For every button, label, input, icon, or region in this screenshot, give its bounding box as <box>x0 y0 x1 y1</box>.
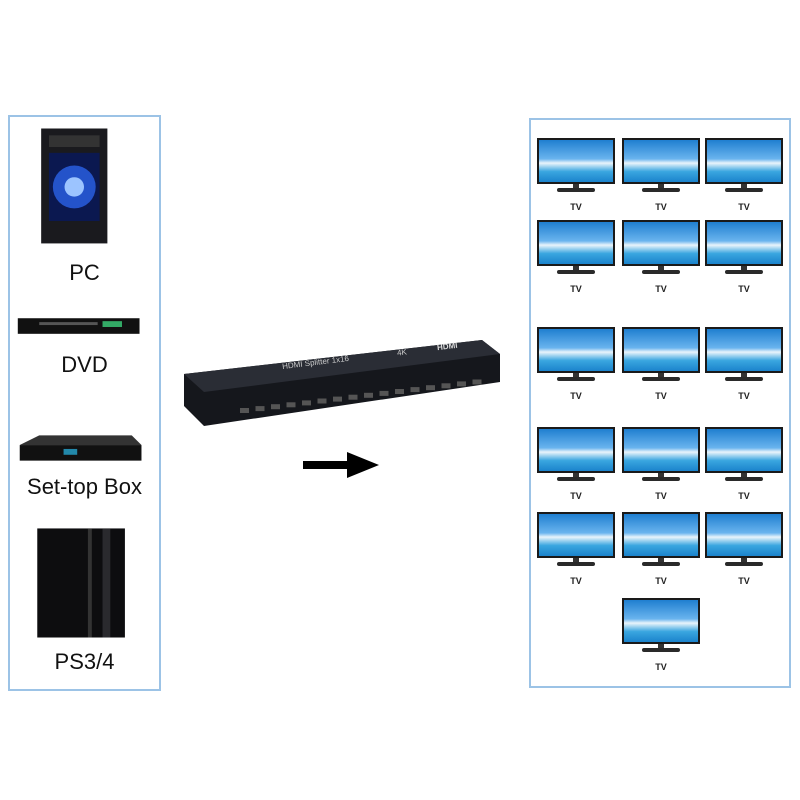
tv-stand <box>725 562 763 566</box>
tv-label: TV <box>570 391 582 401</box>
tv-screen <box>622 327 700 373</box>
tv-screen <box>537 427 615 473</box>
tv-stand <box>557 188 595 192</box>
tv-screen <box>622 512 700 558</box>
hdmi-output-port <box>441 383 451 389</box>
tv-stand <box>642 188 680 192</box>
tv-label: TV <box>570 202 582 212</box>
hdmi-output-port <box>379 390 389 396</box>
tv-label: TV <box>738 284 750 294</box>
tv-display: TV <box>537 327 617 405</box>
tv-stand <box>725 377 763 381</box>
tv-screen <box>537 327 615 373</box>
hdmi-output-port <box>395 389 404 394</box>
hdmi-output-port <box>472 379 482 385</box>
hdmi-output-port <box>364 392 373 398</box>
tv-screen <box>705 512 783 558</box>
tv-label: TV <box>570 284 582 294</box>
splitter-4k-badge: 4K <box>396 347 408 358</box>
source-devices-panel: PC DVD Set-top Box PS3/4 <box>8 115 161 691</box>
hdmi-output-port <box>317 398 327 404</box>
arrow-right-icon <box>303 452 379 478</box>
hdmi-output-port <box>410 387 420 393</box>
tv-stand <box>642 270 680 274</box>
hdmi-output-port <box>271 404 280 410</box>
tv-display: TV <box>705 138 785 216</box>
tv-screen <box>705 220 783 266</box>
tv-display: TV <box>622 512 702 590</box>
tv-label: TV <box>570 491 582 501</box>
tv-screen <box>705 427 783 473</box>
tv-label: TV <box>738 491 750 501</box>
tv-screen <box>622 427 700 473</box>
hdmi-output-port <box>457 381 466 387</box>
pc-tower-icon <box>41 128 108 244</box>
tv-screen <box>705 327 783 373</box>
tv-label: TV <box>738 576 750 586</box>
tv-label: TV <box>655 284 667 294</box>
tv-stand <box>557 477 595 481</box>
tv-display: TV <box>705 220 785 298</box>
tv-screen <box>537 512 615 558</box>
tv-display: TV <box>705 327 785 405</box>
tv-display: TV <box>705 427 785 505</box>
source-label-ps3-4: PS3/4 <box>54 649 115 674</box>
tv-label: TV <box>738 391 750 401</box>
tv-screen <box>537 138 615 184</box>
tv-label: TV <box>655 662 667 672</box>
hdmi-output-port <box>348 394 358 400</box>
tv-stand <box>557 562 595 566</box>
tv-label: TV <box>655 202 667 212</box>
set-top-box-icon <box>19 435 142 461</box>
tv-label: TV <box>655 491 667 501</box>
tv-screen <box>622 598 700 644</box>
tv-stand <box>725 270 763 274</box>
tv-screen <box>622 138 700 184</box>
hdmi-output-port <box>426 385 435 391</box>
hdmi-output-port <box>240 408 249 413</box>
tv-stand <box>557 270 595 274</box>
tv-label: TV <box>655 391 667 401</box>
dvd-player-icon <box>17 318 140 334</box>
hdmi-splitter-device: HDMI Splitter 1x16 4K HDMI <box>182 336 502 428</box>
tv-stand <box>557 377 595 381</box>
hdmi-output-port <box>333 396 342 402</box>
tv-displays-panel: TV TV TV TV TV TV TV TV TV TV TV TV TV TV TV TV <box>529 118 791 688</box>
hdmi-output-port <box>302 400 311 406</box>
tv-display: TV <box>537 427 617 505</box>
hdmi-output-port <box>255 406 265 412</box>
tv-label: TV <box>738 202 750 212</box>
tv-stand <box>642 377 680 381</box>
tv-label: TV <box>655 576 667 586</box>
tv-stand <box>642 477 680 481</box>
tv-label: TV <box>570 576 582 586</box>
tv-display: TV <box>537 512 617 590</box>
tv-display: TV <box>622 138 702 216</box>
tv-display: TV <box>622 598 702 676</box>
tv-screen <box>705 138 783 184</box>
tv-display: TV <box>622 327 702 405</box>
tv-display: TV <box>537 220 617 298</box>
tv-stand <box>642 648 680 652</box>
tv-stand <box>642 562 680 566</box>
game-console-icon <box>37 528 125 638</box>
tv-screen <box>537 220 615 266</box>
tv-screen <box>622 220 700 266</box>
tv-stand <box>725 477 763 481</box>
source-label-pc: PC <box>69 260 100 285</box>
source-label-dvd: DVD <box>61 352 108 377</box>
tv-display: TV <box>622 427 702 505</box>
tv-stand <box>725 188 763 192</box>
source-label-set-top-box: Set-top Box <box>27 474 142 499</box>
tv-display: TV <box>705 512 785 590</box>
tv-display: TV <box>622 220 702 298</box>
tv-display: TV <box>537 138 617 216</box>
hdmi-output-port <box>286 402 296 408</box>
